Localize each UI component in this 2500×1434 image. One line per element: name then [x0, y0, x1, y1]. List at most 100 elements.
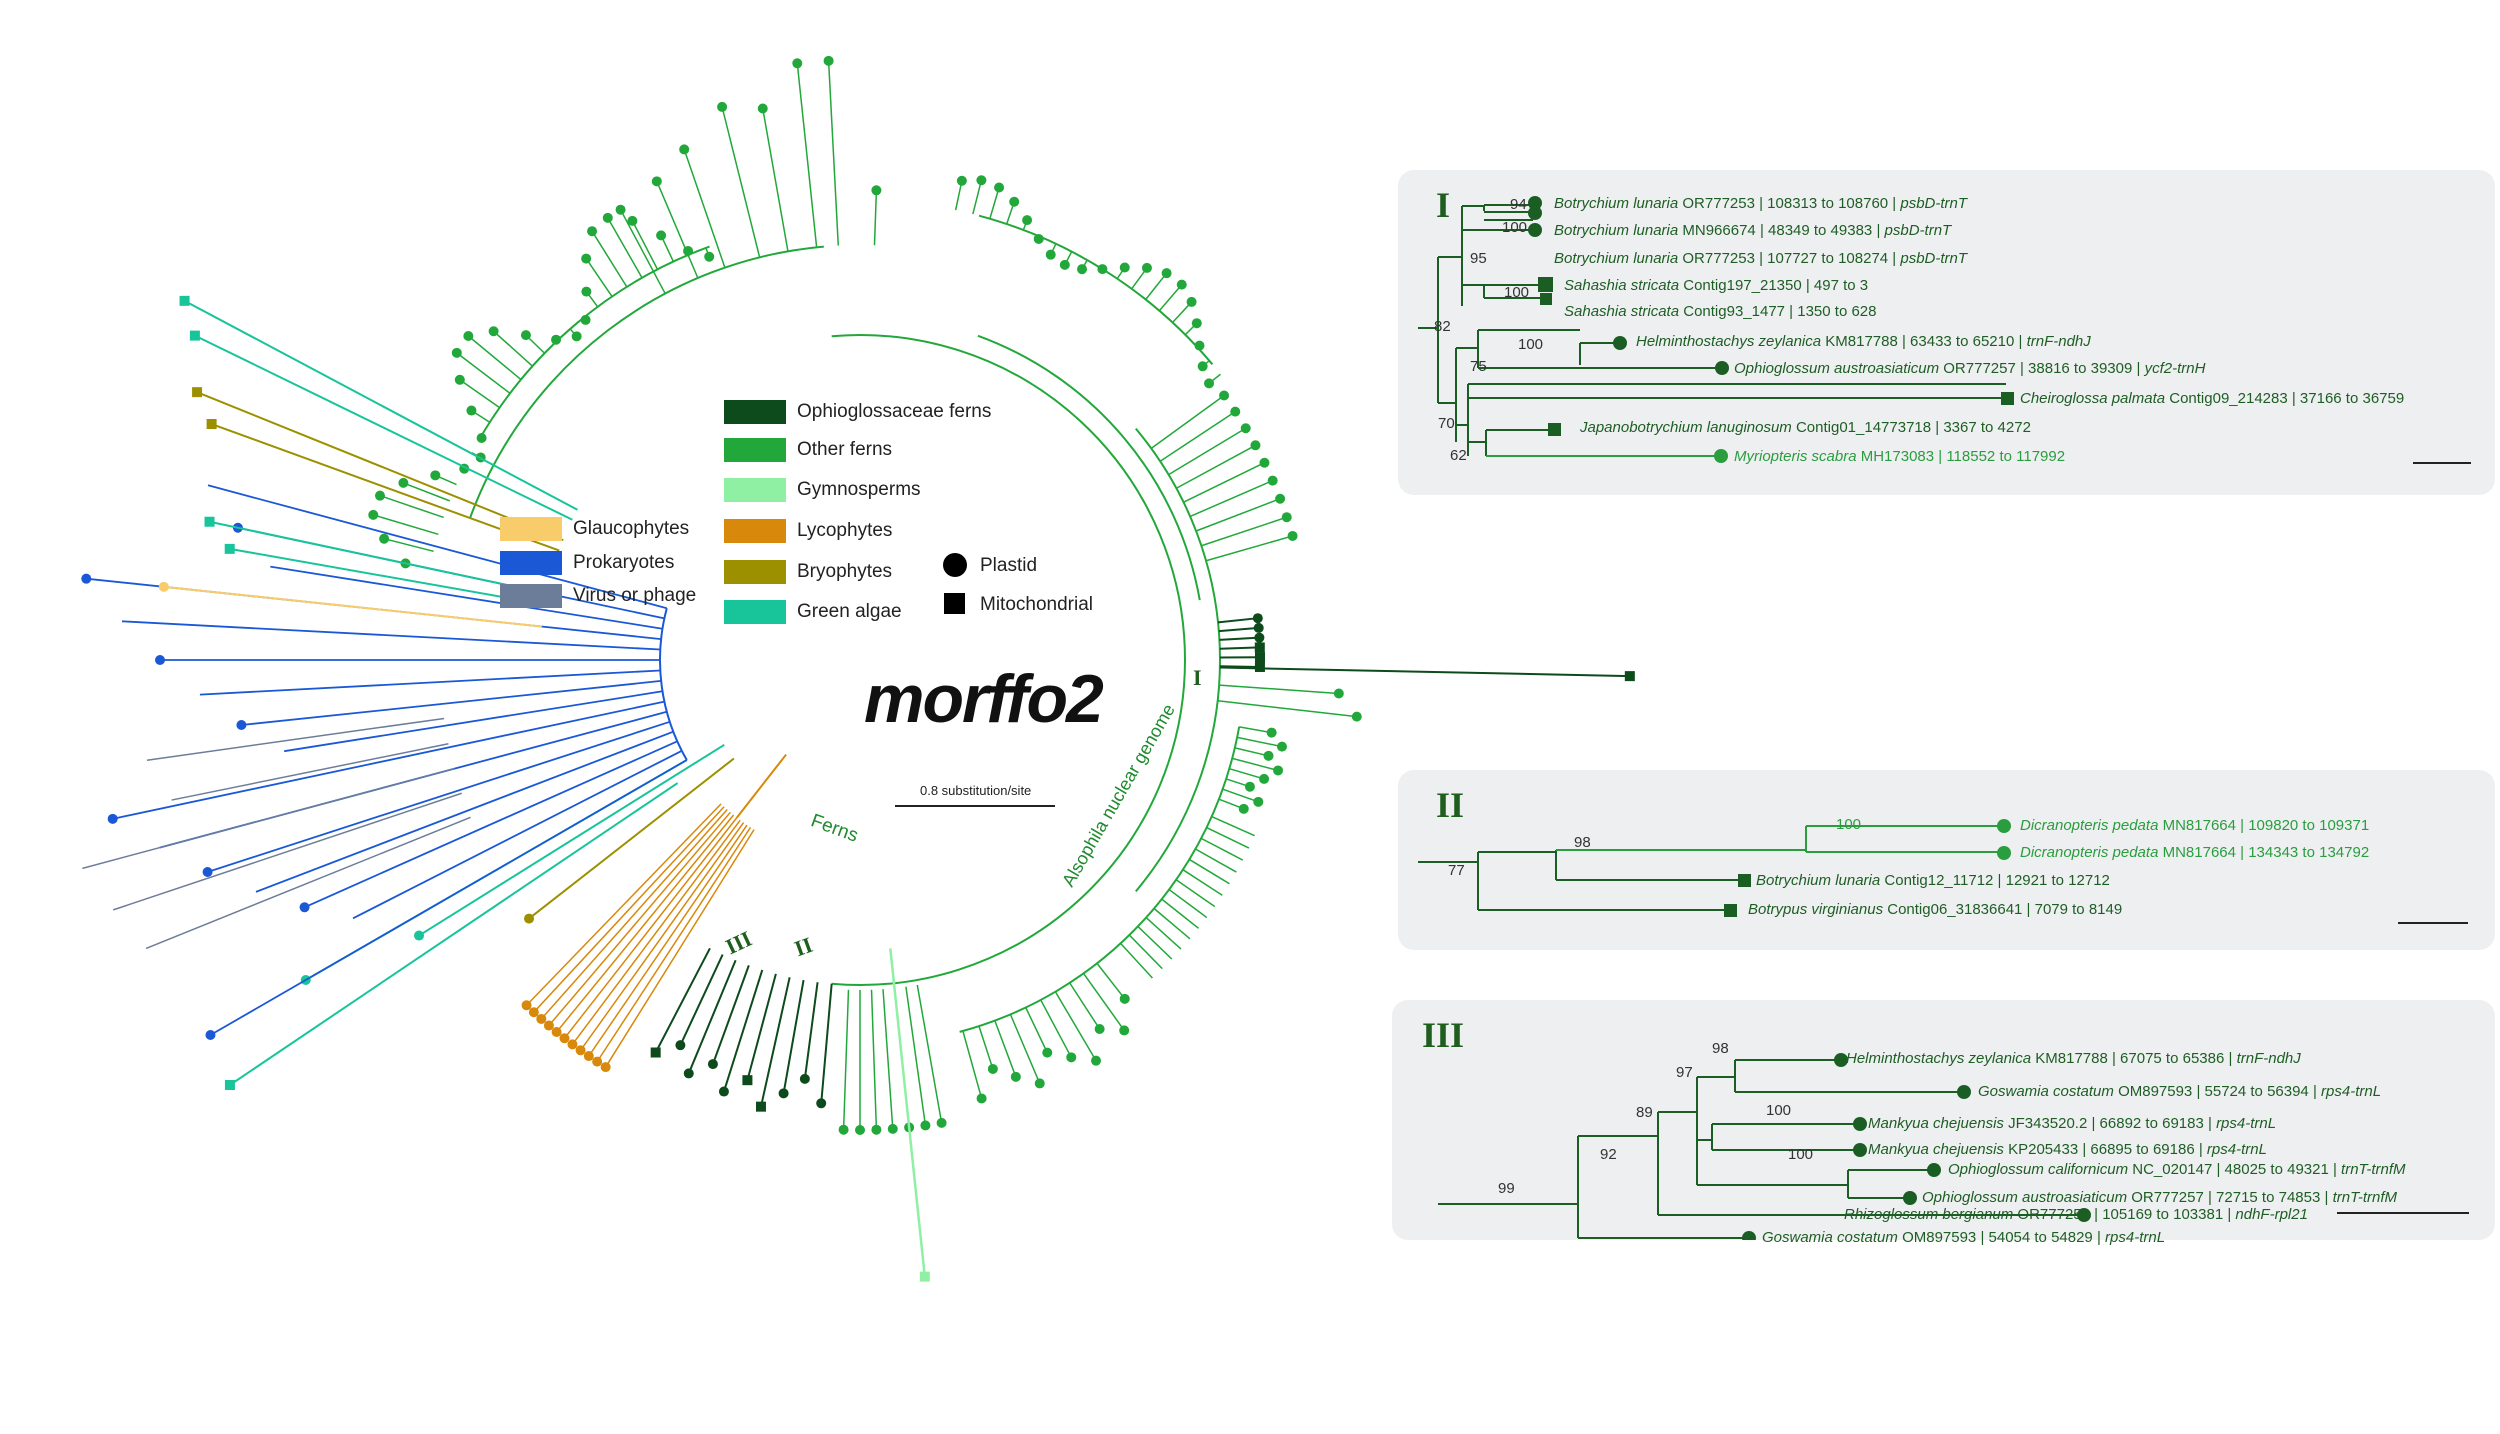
panel-i-bootstrap: 94 [1510, 196, 1527, 213]
tree-tip-plastid [1097, 264, 1108, 275]
tree-branch [112, 792, 462, 911]
tree-branch [207, 484, 668, 610]
tree-branch [456, 352, 511, 394]
tree-branch-arc [978, 214, 1214, 365]
circular-phylogenetic-tree [81, 55, 1635, 1282]
tree-branch [1217, 700, 1357, 718]
tree-tip-plastid [1119, 1025, 1130, 1036]
tree-tip-plastid [855, 1125, 865, 1135]
panel-ii-leaf: Botrychium lunaria Contig12_11712 | 1292… [1756, 872, 2110, 889]
tree-branch [184, 299, 578, 511]
tree-branch [972, 180, 983, 215]
tree-branch [1219, 636, 1260, 641]
tree-branch [760, 977, 791, 1107]
panel-i-leaf: Botrychium lunaria MN966674 | 48349 to 4… [1554, 222, 1952, 239]
tree-tip-plastid [575, 1045, 586, 1056]
panel-ii-bootstrap: 98 [1574, 834, 1591, 851]
tree-branch [1201, 516, 1287, 547]
tree-branch [1232, 757, 1279, 772]
tree-tip-mitochondrial [1254, 661, 1265, 672]
tree-branch [418, 743, 725, 937]
legend-label-mitochondrial: Mitochondrial [980, 594, 1093, 615]
tree-tip-plastid [1033, 233, 1044, 244]
tree-branch [1158, 284, 1183, 312]
tree-tip-plastid [430, 470, 441, 481]
tree-branch [1040, 999, 1072, 1058]
tree-branch [916, 984, 943, 1123]
panel-clade-iii: III 98 97 100 89 100 92 99 Helminthostac… [1392, 1000, 2495, 1246]
tree-tip-plastid [451, 347, 462, 358]
panel-i-leaf: Myriopteris scabra MH173083 | 118552 to … [1734, 448, 2066, 465]
tree-branch [1150, 394, 1225, 450]
tree-branch [1219, 646, 1260, 650]
tree-tip-plastid [987, 1063, 998, 1074]
tree-tip-plastid [1066, 1052, 1077, 1063]
panel-i-leaf: Cheiroglossa palmata Contig09_214283 | 3… [2020, 390, 2405, 407]
panel-ii-scale-bar [2398, 922, 2468, 924]
tree-branch [526, 803, 722, 1006]
tree-tip-plastid [158, 581, 169, 592]
legend-label-gymnosperms: Gymnosperms [797, 479, 921, 500]
tree-tip-plastid [936, 1117, 947, 1128]
tree-tip-plastid [651, 176, 662, 187]
tree-branch [656, 181, 699, 279]
tree-tip-plastid [871, 185, 882, 196]
tree-branch [352, 749, 683, 920]
tree-tip-plastid [615, 204, 626, 215]
tree-branch [736, 753, 787, 819]
tree-branch [1206, 826, 1239, 844]
tree-scale-bar [895, 805, 1055, 807]
tree-tip-plastid [920, 1120, 931, 1131]
tree-branch-arc [831, 334, 1187, 986]
panel-ii-tree [1418, 819, 2011, 917]
tree-tip-plastid [627, 215, 638, 226]
tree-branch [1219, 684, 1339, 695]
tree-tip-plastid [1287, 530, 1298, 541]
tree-branch [1239, 726, 1272, 734]
tree-branch [1153, 959, 1163, 970]
tree-tip-plastid [1161, 268, 1172, 279]
panel-i-leaf: Ophioglossum austroasiaticum OR777257 | … [1734, 360, 2206, 377]
tree-branch-arc [959, 726, 1241, 1033]
tree-tip-plastid [536, 1013, 547, 1024]
legend-swatch-prokaryotes [500, 551, 562, 575]
tree-branch [1025, 1007, 1048, 1053]
tree-branch [207, 720, 671, 873]
tree-branch [631, 220, 659, 270]
tree-tip-mitochondrial [742, 1075, 753, 1086]
tree-branch [820, 983, 833, 1104]
tree-tip-plastid [717, 101, 728, 112]
tree-branch [241, 680, 662, 726]
tree-tip-plastid [551, 1026, 562, 1037]
tree-branch [1189, 479, 1273, 518]
panel-i-tree [1418, 196, 2014, 463]
tree-branch [591, 230, 628, 288]
tree-tip-plastid [1194, 340, 1205, 351]
tree-branch [493, 330, 534, 367]
panel-ii-leaf: Botrypus virginianus Contig06_31836641 |… [1748, 901, 2123, 918]
legend-label-bryophytes: Bryophytes [797, 561, 893, 582]
tree-tip-mitochondrial [919, 1271, 930, 1282]
tree-branch [1188, 858, 1220, 879]
panel-i-leaf: Botrychium lunaria OR777253 | 108313 to … [1554, 195, 1968, 212]
legend-label-plastid: Plastid [980, 555, 1038, 576]
tree-branch [145, 816, 471, 950]
tree-branch [1096, 962, 1126, 1000]
tree-tip-plastid [414, 930, 425, 941]
tree-branch [82, 767, 455, 870]
panel-ii-leaf: Dicranopteris pedata MN817664 | 134343 t… [2020, 844, 2370, 861]
tree-branch [403, 482, 451, 502]
legend-swatch-green-algae [724, 600, 786, 624]
tree-tip-plastid [1176, 279, 1187, 290]
legend-mitochondrial-square-icon [944, 593, 965, 614]
panel-iii-leaf: Ophioglossum austroasiaticum OR777257 | … [1922, 1189, 2398, 1206]
tree-tip-plastid [1333, 688, 1344, 699]
tree-tip-plastid [454, 374, 465, 385]
tree-tip-plastid [567, 1039, 578, 1050]
tree-branch-arc [478, 245, 710, 441]
tree-branch [1229, 767, 1265, 780]
panel-ii-leaf: Dicranopteris pedata MN817664 | 109820 t… [2020, 817, 2370, 834]
panel-i-leaf: Helminthostachys zeylanica KM817788 | 63… [1636, 333, 2091, 350]
legend-label-glaucophytes: Glaucophytes [573, 518, 690, 539]
tree-tip-plastid [1022, 215, 1033, 226]
